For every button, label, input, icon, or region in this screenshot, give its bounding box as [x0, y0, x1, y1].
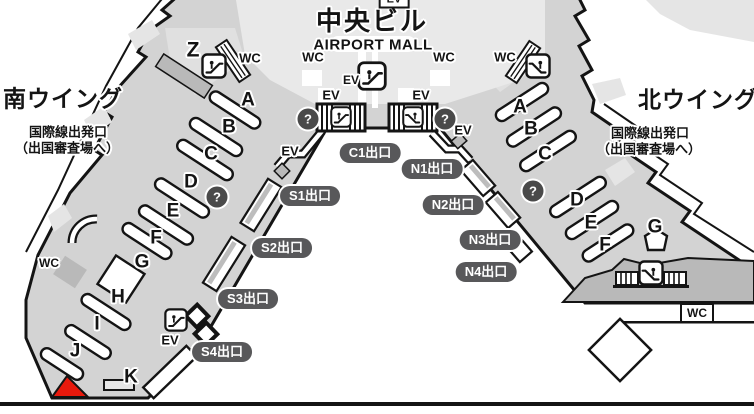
escalator-icon	[402, 106, 424, 128]
exit-badge-n2: N2出口	[422, 195, 484, 215]
counter-label: E	[166, 200, 180, 222]
information-icon: ?	[434, 108, 456, 130]
escalator-structure-right	[387, 102, 439, 133]
counter-label: H	[111, 286, 125, 308]
toilet-label: WC	[433, 49, 455, 65]
escalator-icon	[638, 260, 664, 286]
escalator-icon	[330, 106, 352, 128]
counter-label-z: Z	[186, 38, 200, 62]
elevator-label: EV	[412, 87, 430, 103]
toilet-label: WC	[494, 49, 516, 65]
elevator-access-right	[428, 129, 474, 164]
airport-mall-label: AIRPORT MALL	[313, 36, 433, 54]
information-icon: ?	[206, 186, 228, 208]
counter-label: F	[150, 227, 162, 249]
escalator-icon-north-top	[525, 53, 551, 79]
counter-label: E	[584, 212, 598, 234]
counter-label: I	[94, 313, 100, 335]
elevator-label: EV	[161, 332, 179, 348]
wc-partitions	[214, 38, 542, 85]
exit-badge-n3: N3出口	[459, 230, 521, 250]
elevator-label: EV	[281, 143, 299, 159]
escalator-icon	[164, 308, 188, 332]
counter-label: C	[538, 143, 552, 165]
exit-badge-s1: S1出口	[280, 186, 340, 206]
counter-label: K	[124, 366, 138, 388]
information-icon: ?	[522, 180, 544, 202]
exit-badge-n1: N1出口	[401, 159, 463, 179]
toilet-label-box: WC	[680, 303, 714, 323]
toilet-label: WC	[302, 49, 324, 65]
south-counters	[39, 90, 262, 400]
counter-label: A	[241, 89, 255, 111]
exit-badge-s4: S4出口	[192, 342, 252, 362]
counter-label: D	[184, 171, 198, 193]
counter-label: D	[570, 189, 584, 211]
current-location-marker	[50, 374, 91, 398]
north-departure-gate-line2: （出国審査場へ）	[596, 141, 702, 157]
north-wing-title: 北ウイング	[638, 86, 754, 113]
curved-walkway	[67, 214, 98, 244]
counter-label: C	[204, 143, 218, 165]
decorative-diamond	[587, 317, 653, 383]
exit-doors	[201, 158, 534, 293]
north-bottom-escalator	[613, 260, 689, 288]
elevator-label: EV	[322, 87, 340, 103]
south-wing-title: 南ウイング	[3, 85, 123, 112]
bottom-border-line	[0, 402, 754, 406]
central-building-title: 中央ビル	[315, 6, 429, 36]
elevator-label: EV	[342, 73, 360, 87]
outer-walkway-lines	[25, 0, 754, 253]
elevator-label-top: EV	[378, 0, 410, 9]
counter-label: G	[134, 251, 150, 273]
exit-badge-s2: S2出口	[252, 238, 312, 258]
information-icon: ?	[297, 108, 319, 130]
elevator-label: EV	[454, 122, 472, 138]
north-counters	[494, 81, 669, 263]
escalator-icon-central	[357, 61, 387, 91]
counter-label: G	[647, 216, 663, 238]
exit-badge-c1: C1出口	[339, 143, 401, 163]
elevator-access-left	[273, 128, 326, 180]
counter-label: B	[524, 118, 538, 140]
counter-label: A	[513, 96, 527, 118]
escalator-structure-left	[315, 102, 367, 133]
counter-label: J	[69, 340, 81, 362]
counter-label: B	[222, 116, 236, 138]
toilet-label: WC	[239, 50, 261, 66]
south-departure-gate-line1: 国際線出発口	[28, 124, 108, 140]
exit-badge-s3: S3出口	[218, 289, 278, 309]
south-elevator-structure	[164, 301, 221, 349]
north-departure-gate-line1: 国際線出発口	[610, 125, 690, 141]
escalator-icon-south-top	[201, 53, 227, 79]
toilet-label: WC	[39, 256, 59, 270]
counter-label: F	[599, 234, 611, 256]
exit-badge-n4: N4出口	[455, 262, 517, 282]
south-departure-gate-line2: （出国審査場へ）	[14, 140, 120, 156]
